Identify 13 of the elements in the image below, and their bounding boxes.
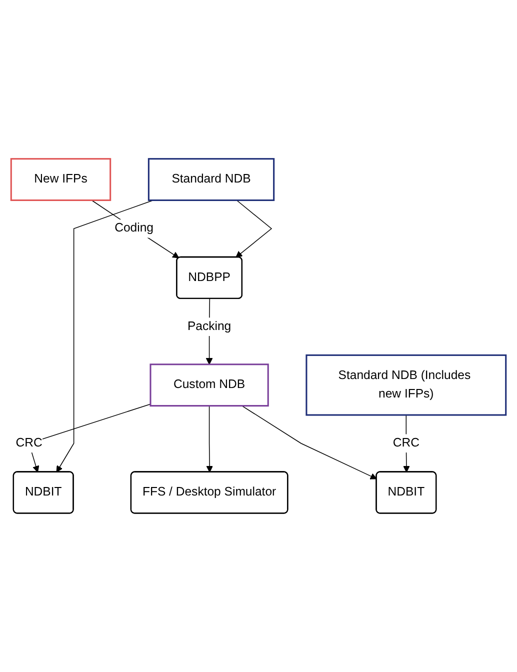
node-box: New IFPs xyxy=(10,158,112,202)
node-box: Standard NDB (Includes new IFPs) xyxy=(306,354,507,416)
arrow xyxy=(242,405,377,480)
edge-label: CRC xyxy=(392,436,420,450)
node-box: Custom NDB xyxy=(150,364,269,407)
arrow xyxy=(56,200,154,472)
edge-label: Coding xyxy=(114,222,154,235)
arrow xyxy=(206,405,213,472)
node-box: Standard NDB xyxy=(148,158,275,202)
arrow xyxy=(91,200,180,258)
edge-label: CRC xyxy=(16,436,42,450)
arrow xyxy=(236,200,272,258)
edge-label: Packing xyxy=(187,320,232,333)
